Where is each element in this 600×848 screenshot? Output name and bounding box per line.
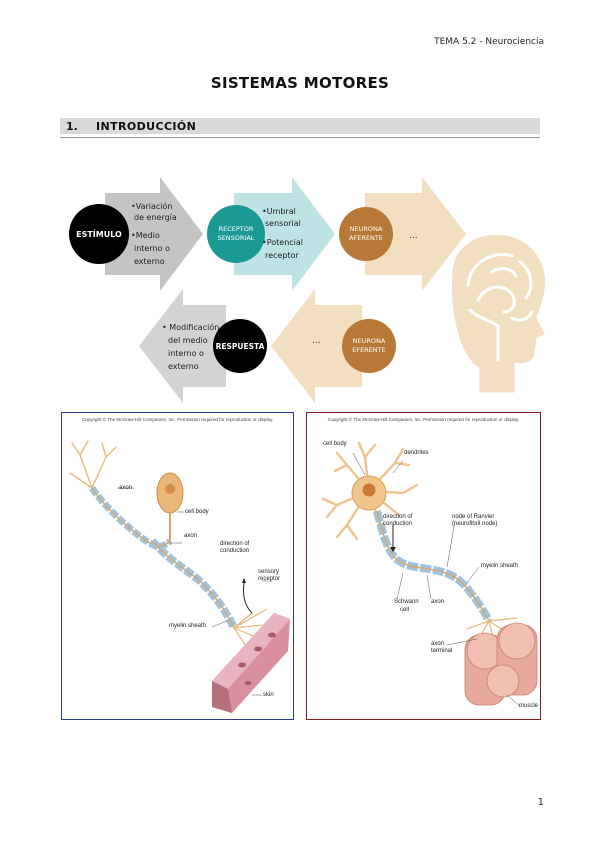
label-dendrites: dendrites <box>404 450 429 456</box>
bullet-receptor-1: •Umbral <box>262 207 296 216</box>
label-receptor: receptor <box>258 576 281 582</box>
label-axon-top: axon <box>119 485 133 491</box>
label-estimulo: ESTÍMULO <box>76 228 122 239</box>
circle-eferente <box>342 319 396 373</box>
label-cell-body: cell body <box>185 509 209 515</box>
sensory-neuron-illustration <box>69 440 290 713</box>
label-cell-body: cell body <box>323 441 347 447</box>
ellipsis-aferente: ... <box>409 231 418 241</box>
label-schwann-2: cell <box>400 607 410 613</box>
label-axon-mid: axon <box>184 533 198 539</box>
label-myelin: myelin sheath <box>169 623 207 629</box>
label-aferente-1: NEURONA <box>350 225 383 233</box>
bullet-respuesta-2: del medio <box>168 336 208 345</box>
label-node-alt: (neurofibril node) <box>452 521 498 527</box>
figure-copyright-right: Copyright © The McGraw-Hill Companies, I… <box>327 417 520 422</box>
label-schwann-1: Schwann <box>394 599 419 605</box>
arrow-eferente <box>271 289 362 403</box>
bullet-receptor-3: •Potencial <box>262 238 303 247</box>
circle-respuesta <box>213 319 267 373</box>
bullet-respuesta-1: • Modificación <box>162 322 219 332</box>
arrow-estimulo <box>105 177 203 291</box>
section-divider <box>60 137 540 138</box>
label-eferente-2: EFERENTE <box>352 346 386 354</box>
label-aferente-2: AFERENTE <box>349 234 383 242</box>
section-number: 1. <box>66 120 78 133</box>
label-sensory: sensory <box>258 569 280 575</box>
figure-sensory-neuron: Copyright © The McGraw-Hill Companies, I… <box>61 412 294 720</box>
label-direction: direction of <box>383 514 413 520</box>
label-axon: axon <box>431 599 445 605</box>
section-title: INTRODUCCIÓN <box>96 120 197 133</box>
section-heading-bar <box>60 118 540 134</box>
arrow-aferente <box>365 177 466 291</box>
circle-estimulo <box>69 204 129 264</box>
motor-neuron-illustration <box>321 441 538 708</box>
ellipsis-eferente: ... <box>312 336 321 346</box>
label-conduction: conduction <box>220 548 250 554</box>
header-topic: TEMA 5.2 - Neurociencia <box>434 37 544 47</box>
page-number: 1 <box>537 797 544 808</box>
bullet-respuesta-4: externo <box>168 362 199 371</box>
label-node: node of Ranvier <box>452 514 495 520</box>
bullet-respuesta-3: interno o <box>168 349 204 358</box>
label-axon-terminal-1: axon <box>431 641 445 647</box>
label-direction: direction of <box>220 541 250 547</box>
brain-folds-icon <box>466 253 534 362</box>
label-axon-terminal-2: terminal <box>431 648 453 654</box>
bullet-estimulo-5: externo <box>134 257 165 266</box>
label-eferente-1: NEURONA <box>353 337 386 345</box>
bullet-estimulo-4: interno o <box>134 244 170 253</box>
label-muscle: muscle <box>519 703 539 709</box>
bullet-estimulo-1: •Variación <box>131 201 172 211</box>
figure-motor-neuron: Copyright © The McGraw-Hill Companies, I… <box>306 412 541 720</box>
brain-head-icon <box>452 234 546 393</box>
figure-copyright: Copyright © The McGraw-Hill Companies, I… <box>81 417 274 422</box>
arrow-respuesta <box>139 289 226 403</box>
bullet-receptor-2: sensorial <box>265 219 301 228</box>
label-receptor-1: RECEPTOR <box>219 225 254 233</box>
bullet-estimulo-3: •Medio <box>131 231 160 240</box>
circle-receptor <box>207 205 265 263</box>
label-skin: skin <box>263 692 274 698</box>
label-conduction: conduction <box>383 521 413 527</box>
circle-aferente <box>339 207 393 261</box>
label-respuesta: RESPUESTA <box>216 342 265 351</box>
bullet-estimulo-2: de energía <box>134 213 177 222</box>
bullet-receptor-4: receptor <box>265 251 299 260</box>
arrow-receptor <box>234 177 335 291</box>
label-myelin: myelin sheath <box>481 563 519 569</box>
label-receptor-2: SENSORIAL <box>218 234 255 242</box>
page-title: SISTEMAS MOTORES <box>210 74 390 92</box>
